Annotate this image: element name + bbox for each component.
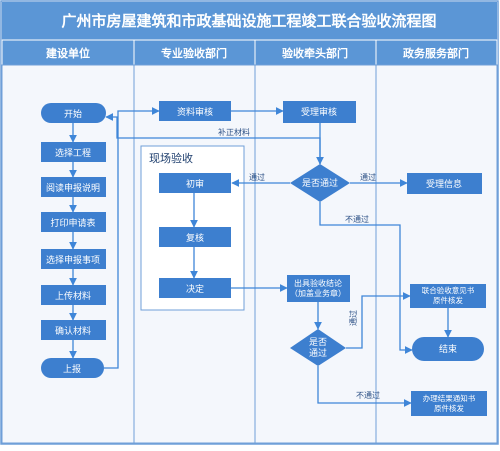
issue-opinion-line2: （加盖业务章） (290, 288, 346, 298)
lane-title-professional: 专业验收部门 (161, 46, 227, 60)
confirm-label: 确认材料 (55, 325, 91, 337)
submit-label: 上报 (63, 363, 81, 375)
read-guide-box (41, 177, 106, 197)
notice-doc-label: 办理结果通知书原件核发 (423, 393, 476, 413)
decide-box (159, 278, 231, 298)
lane-body-lead (254, 64, 377, 444)
accept-info-box (407, 173, 482, 194)
builder-nodes: 开始 选择工程 阅读申报说明 打印申请表 选择申报事项 上传材料 确认材料 上报 (41, 103, 106, 378)
lane-body-gov (375, 64, 498, 444)
label-pass-2: 通过 (348, 310, 358, 326)
edge-decision2-fail (317, 366, 412, 407)
issue-doc-line1: 联合验收意见书 (422, 285, 475, 295)
label-supplement: 补正材料 (218, 127, 250, 137)
title-bar (2, 2, 497, 40)
issue-opinion-box (287, 275, 350, 302)
label-pass-left: 通过 (249, 172, 265, 182)
issue-opinion-label: 出具验收结论（加盖业务章） (290, 278, 346, 298)
decision-label: 是否通过 (302, 177, 338, 189)
start-node (41, 103, 106, 123)
lead-nodes: 受理审核 是否通过 出具验收结论（加盖业务章） 是否通过 (283, 101, 356, 366)
accept-review-box (283, 101, 356, 123)
first-review-box (159, 173, 231, 193)
first-review-label: 初审 (186, 178, 204, 190)
issue-doc-box (410, 284, 486, 308)
print-form-box (41, 212, 106, 232)
lane-header-professional (133, 39, 256, 66)
notice-doc-line2: 原件核发 (434, 403, 464, 413)
select-project-box (41, 142, 106, 162)
lane-title-gov: 政务服务部门 (403, 46, 469, 60)
label-fail-2: 不通过 (356, 390, 380, 400)
decision2-diamond (290, 329, 346, 366)
upload-box (41, 285, 106, 305)
print-form-label: 打印申请表 (50, 217, 95, 229)
read-guide-label: 阅读申报说明 (46, 182, 100, 194)
lane-headers: 建设单位 专业验收部门 验收牵头部门 政务服务部门 (1, 39, 498, 66)
decide-label: 决定 (186, 283, 204, 295)
decision2-label: 是否通过 (309, 337, 327, 359)
label-pass-right: 通过 (360, 172, 376, 182)
lane-header-builder (1, 39, 135, 66)
accept-info-label: 受理信息 (426, 178, 462, 190)
label-fail-1: 不通过 (345, 214, 369, 224)
issue-doc-line2: 原件核发 (433, 295, 463, 305)
onsite-group-label: 现场验收 (149, 151, 193, 165)
lane-title-lead: 验收牵头部门 (282, 46, 348, 60)
notice-doc-line1: 办理结果通知书 (423, 393, 476, 403)
lane-title-builder: 建设单位 (46, 46, 90, 60)
issue-doc-label: 联合验收意见书原件核发 (422, 285, 475, 305)
start-node-label: 开始 (64, 108, 82, 120)
connectors (69, 107, 452, 407)
review-docs-box (159, 101, 231, 121)
edge-supplement (105, 113, 321, 164)
decision2-line1: 是否 (309, 337, 327, 348)
edge-decision-fail (319, 202, 413, 354)
edge-submit-review (104, 107, 160, 369)
review-docs-label: 资料审核 (177, 106, 213, 118)
confirm-box (41, 320, 106, 340)
edge-decision2-pass (346, 292, 411, 349)
upload-label: 上传材料 (55, 290, 91, 302)
page-title: 广州市房屋建筑和市政基础设施工程竣工联合验收流程图 (61, 12, 436, 30)
end-label: 结束 (439, 343, 457, 355)
submit-node (41, 358, 104, 378)
gov-nodes: 受理信息 联合验收意见书原件核发 结束 办理结果通知书原件核发 (407, 173, 487, 416)
select-items-box (41, 249, 106, 269)
issue-opinion-line1: 出具验收结论 (294, 278, 342, 288)
re-review-label: 复核 (186, 232, 204, 244)
decision2-line2: 通过 (309, 347, 327, 359)
end-node (412, 337, 484, 361)
accept-review-label: 受理审核 (301, 106, 337, 118)
decision-diamond (290, 164, 350, 202)
notice-doc-box (411, 391, 487, 416)
select-items-label: 选择申报事项 (46, 254, 100, 266)
re-review-box (159, 227, 231, 247)
select-project-label: 选择工程 (55, 147, 91, 159)
professional-nodes: 资料审核 初审 复核 决定 (159, 101, 231, 298)
